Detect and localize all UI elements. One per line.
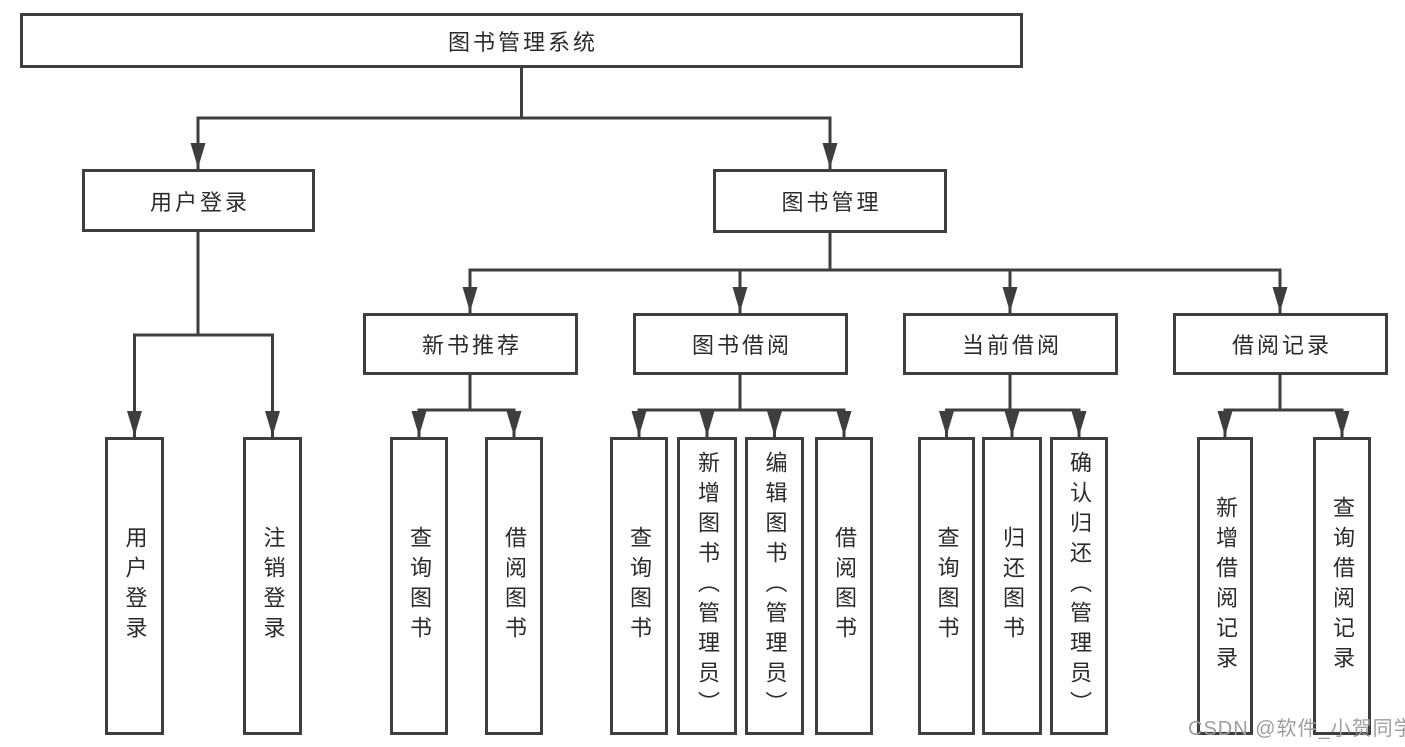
node-label: 借阅记录 [1231, 333, 1332, 358]
edge-borrow-records-to-leaves [1217, 373, 1350, 438]
edge-book-borrow-to-leaves [631, 373, 852, 438]
node-leaf-add-borrow-record: 新增借阅记录 [1197, 437, 1253, 735]
node-leaf-confirm-return-admin: 确认归还（管理员） [1050, 437, 1108, 735]
node-label: 确认归还（管理员） [1067, 451, 1092, 721]
node-user-login: 用户登录 [82, 169, 315, 232]
node-label: 当前借阅 [961, 333, 1062, 358]
node-leaf-borrow-books-borrow: 借阅图书 [815, 437, 873, 735]
node-label: 图书管理 [781, 190, 882, 215]
node-label: 查询借阅记录 [1330, 496, 1355, 676]
node-current-borrow: 当前借阅 [903, 313, 1118, 375]
node-label: 查询图书 [934, 526, 960, 646]
edge-new-book-recommend-to-leaves [411, 373, 522, 438]
node-label: 图书管理系统 [447, 29, 598, 55]
edge-current-borrow-to-leaves [939, 373, 1087, 438]
node-leaf-borrow-books-recommend: 借阅图书 [485, 437, 543, 735]
node-label: 归还图书 [1000, 526, 1025, 646]
edge-book-management-to-modules [462, 231, 1288, 314]
edge-user-login-to-leaves [127, 230, 280, 438]
node-leaf-query-books-recommend: 查询图书 [390, 437, 448, 735]
node-label: 用户登录 [122, 526, 148, 646]
node-label: 查询图书 [627, 526, 652, 646]
node-label: 新增借阅记录 [1213, 496, 1238, 676]
node-borrow-records: 借阅记录 [1173, 313, 1388, 375]
node-label: 编辑图书（管理员） [762, 451, 788, 721]
node-leaf-add-books-admin: 新增图书（管理员） [677, 437, 737, 735]
node-label: 借阅图书 [502, 526, 527, 646]
watermark: CSDN @软件_小贺同学 [1188, 718, 1405, 740]
node-leaf-return-books: 归还图书 [982, 437, 1042, 735]
node-book-management: 图书管理 [713, 169, 947, 233]
node-label: 新增图书（管理员） [695, 451, 720, 721]
node-label: 借阅图书 [832, 526, 857, 646]
edge-root-to-branches [190, 66, 838, 170]
node-leaf-query-books-borrow: 查询图书 [610, 437, 668, 735]
node-leaf-edit-books-admin: 编辑图书（管理员） [745, 437, 804, 735]
node-leaf-query-books-current: 查询图书 [918, 437, 975, 735]
node-label: 注销登录 [260, 526, 286, 646]
node-label: 新书推荐 [421, 333, 522, 358]
node-leaf-query-borrow-record: 查询借阅记录 [1313, 437, 1371, 735]
node-leaf-user-login: 用户登录 [105, 437, 164, 735]
node-book-borrow: 图书借阅 [633, 313, 848, 375]
node-new-book-recommend: 新书推荐 [363, 313, 578, 375]
node-label: 用户登录 [149, 189, 250, 215]
node-leaf-logout: 注销登录 [243, 437, 302, 735]
node-label: 查询图书 [407, 526, 432, 646]
node-root: 图书管理系统 [20, 13, 1023, 68]
node-label: 图书借阅 [691, 333, 792, 358]
